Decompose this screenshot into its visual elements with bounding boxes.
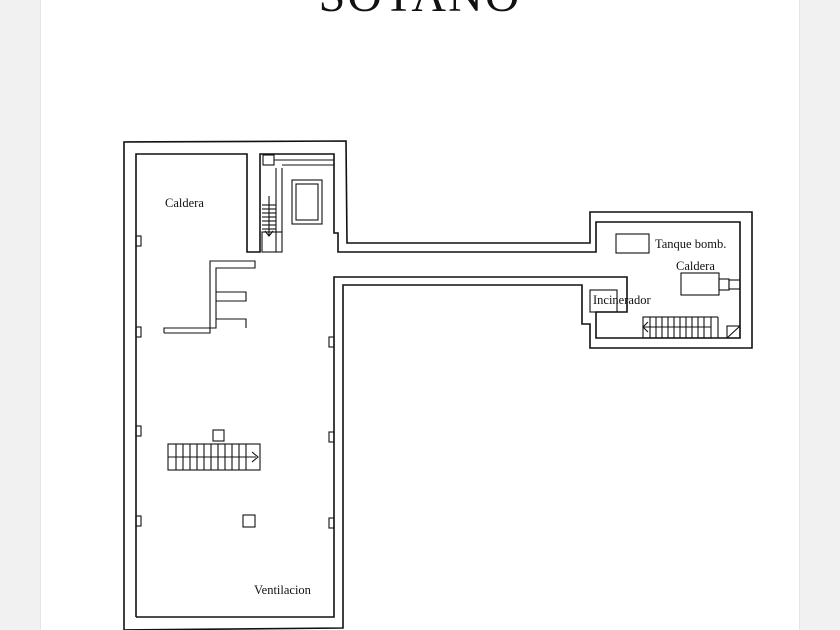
label-caldera-left: Caldera: [165, 196, 204, 210]
label-incinerador: Incinerador: [593, 293, 651, 307]
pilasters: [135, 235, 335, 529]
plan-title: SOTANO: [0, 0, 840, 20]
label-tanque: Tanque bomb.: [655, 237, 726, 251]
wall-notch: [216, 318, 247, 328]
elevator-box: [291, 179, 323, 225]
caldera-room-wall: [163, 260, 256, 334]
label-ventilacion: Ventilacion: [254, 583, 312, 597]
main-stair: [167, 443, 261, 471]
boiler-unit: [680, 272, 720, 296]
pump-tank: [615, 233, 650, 254]
label-caldera-right: Caldera: [676, 259, 715, 273]
shaft-box: [726, 325, 741, 339]
landing-box: [261, 231, 283, 253]
shaft-diagonal: [726, 325, 741, 339]
shaft-box: [262, 154, 275, 166]
right-stair: [642, 316, 712, 339]
boiler-flue: [728, 279, 741, 290]
incinerator-unit: [589, 289, 618, 313]
column-square: [242, 514, 256, 528]
drawing-sheet: [40, 0, 800, 630]
elevator-inner: [295, 183, 319, 221]
outer-wall: [123, 140, 753, 630]
wall-notch: [216, 291, 247, 302]
small-stair: [262, 196, 276, 237]
inner-wall: [135, 153, 741, 618]
boiler-connector: [718, 278, 730, 291]
column-square: [212, 429, 225, 442]
